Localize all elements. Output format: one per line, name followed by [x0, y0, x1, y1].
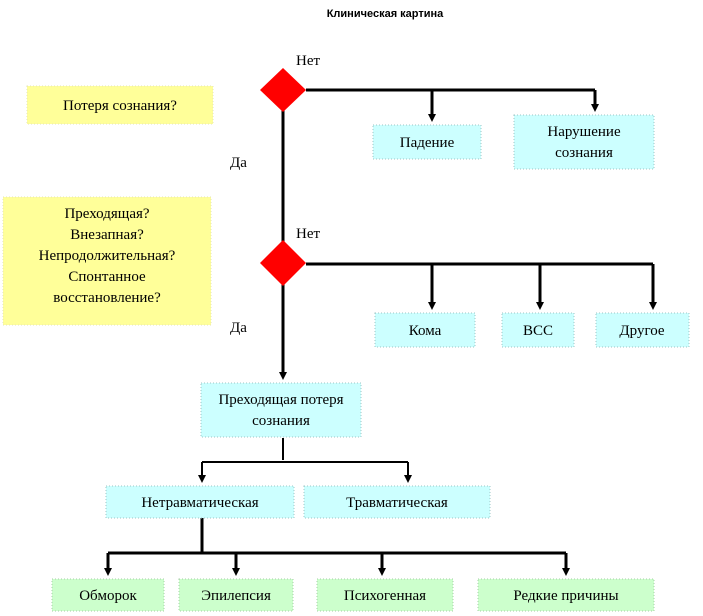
connectors [104, 88, 657, 576]
leaf-epilepsy-text: Эпилепсия [201, 588, 271, 604]
branch-label-yes-2: Да [230, 320, 247, 336]
result-box-fall: Падение [372, 124, 482, 160]
question-consciousness-loss-text: Потеря сознания? [63, 98, 177, 114]
result-box-transient-loc: Преходящая потеря сознания [200, 382, 362, 438]
leaf-box-epilepsy: Эпилепсия [178, 578, 294, 612]
result-transient-loc-line-1: Преходящая потеря [218, 392, 343, 408]
result-coma-text: Кома [409, 323, 442, 339]
question-characteristics-line-4: Спонтанное [68, 269, 146, 285]
result-non-traumatic-text: Нетравматическая [141, 495, 258, 511]
result-box-scd: ВСС [501, 312, 575, 348]
result-transient-loc-line-2: сознания [252, 413, 310, 429]
result-scd-text: ВСС [523, 323, 553, 339]
branch-label-no-1: Нет [296, 53, 320, 69]
result-traumatic-text: Травматическая [346, 495, 448, 511]
result-box-non-traumatic: Нетравматическая [105, 485, 295, 519]
result-impaired-consciousness-line-1: Нарушение [547, 124, 621, 140]
branch-label-yes-1: Да [230, 155, 247, 171]
decision-diamond-1 [260, 68, 306, 112]
diagram-title: Клиническая картина [327, 8, 444, 20]
result-box-impaired-consciousness: Нарушение сознания [513, 114, 655, 170]
leaf-rare-causes-text: Редкие причины [513, 588, 618, 604]
question-characteristics-line-2: Внезапная? [70, 227, 144, 243]
result-box-coma: Кома [374, 312, 476, 348]
question-characteristics-line-3: Непродолжительная? [39, 248, 176, 264]
leaf-box-syncope: Обморок [51, 578, 165, 612]
result-fall-text: Падение [400, 135, 455, 151]
branch-label-no-2: Нет [296, 226, 320, 242]
question-characteristics-line-1: Преходящая? [64, 206, 149, 222]
decision-diamond-2 [260, 240, 306, 286]
result-box-other: Другое [595, 312, 690, 348]
result-other-text: Другое [619, 323, 664, 339]
question-box-consciousness-loss: Потеря сознания? [26, 85, 214, 125]
leaf-box-psychogenic: Психогенная [316, 578, 454, 612]
question-box-characteristics: Преходящая? Внезапная? Непродолжительная… [2, 196, 212, 326]
leaf-box-rare-causes: Редкие причины [477, 578, 655, 612]
result-box-traumatic: Травматическая [303, 485, 491, 519]
question-characteristics-line-5: восстановление? [53, 290, 161, 306]
leaf-psychogenic-text: Психогенная [344, 588, 426, 604]
leaf-syncope-text: Обморок [79, 588, 137, 604]
result-impaired-consciousness-line-2: сознания [555, 145, 613, 161]
